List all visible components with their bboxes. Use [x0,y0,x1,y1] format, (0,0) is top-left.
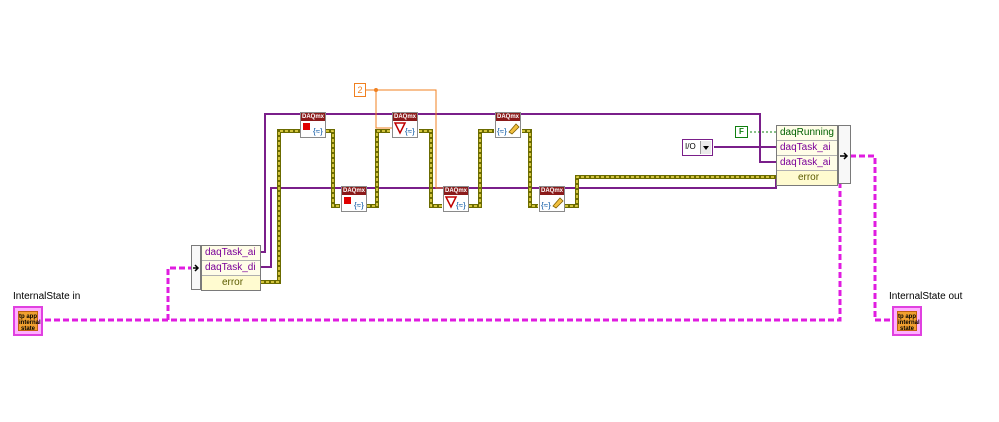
daqmx-clear-task-ai[interactable]: DAQmx {≈} [495,112,521,138]
numeric-wire [366,89,445,189]
dropdown-arrow-icon[interactable] [700,141,711,154]
svg-text:{≈}: {≈} [313,127,323,136]
daqmx-header: DAQmx [540,187,564,195]
daqmx-header: DAQmx [444,187,468,195]
unbundle-row-task-di: daqTask_di [202,260,260,275]
arrow-icon [840,152,849,160]
svg-text:{≈}: {≈} [405,127,415,136]
wait-icon: {≈} [444,196,466,210]
task-di-wire [261,176,777,268]
error-wire [261,129,776,284]
svg-text:{≈}: {≈} [497,127,507,136]
unbundle-by-name-node[interactable]: daqTask_ai daqTask_di error [201,245,261,291]
daqmx-header: DAQmx [496,113,520,121]
bundle-row-task-ai-2: daqTask_ai [777,155,837,170]
daqmx-header: DAQmx [301,113,325,121]
task-constant[interactable]: I/O [682,139,713,156]
stop-icon: {≈} [303,123,323,136]
daqmx-stop-task-ai[interactable]: DAQmx {≈} [300,112,326,138]
bundle-row-error: error [777,170,837,185]
unbundle-row-task-ai: daqTask_ai [205,247,256,258]
cluster-wire-out [850,154,893,322]
stop-icon: {≈} [344,197,364,210]
bundle-row-daq-running: daqRunning [780,127,834,138]
svg-text:{≈}: {≈} [456,201,466,210]
boolean-constant[interactable]: F [735,126,748,138]
bundle-by-name-node[interactable]: daqRunning daqTask_ai daqTask_ai error [776,125,838,186]
numeric-constant[interactable]: 2 [354,83,366,97]
input-terminal-label: InternalState in [13,291,81,302]
arrow-icon [193,264,200,272]
numeric-wire-junction [374,88,378,92]
daqmx-wait-until-done-di[interactable]: DAQmx {≈} [443,186,469,212]
wait-icon: {≈} [393,122,415,136]
cluster-const-wire [714,146,776,163]
svg-text:{≈}: {≈} [354,201,364,210]
task-ai-wire [261,113,776,253]
daqmx-stop-task-di[interactable]: DAQmx {≈} [341,186,367,212]
svg-text:{≈}: {≈} [541,201,551,210]
eraser-icon: {≈} [541,197,564,210]
daqmx-clear-task-di[interactable]: DAQmx {≈} [539,186,565,212]
eraser-icon: {≈} [497,123,520,136]
daqmx-wait-until-done-ai[interactable]: DAQmx {≈} [392,112,418,138]
unbundle-row-error: error [202,275,260,290]
daqmx-header: DAQmx [393,113,417,121]
daqmx-header: DAQmx [342,187,366,195]
bundle-node-head[interactable] [838,125,851,184]
cluster-wire-main [45,156,842,322]
task-constant-label: I/O [685,142,696,151]
output-terminal-label: InternalState out [889,291,963,302]
unbundle-node-head[interactable] [191,245,201,290]
bundle-row-task-ai-1: daqTask_ai [777,140,837,155]
